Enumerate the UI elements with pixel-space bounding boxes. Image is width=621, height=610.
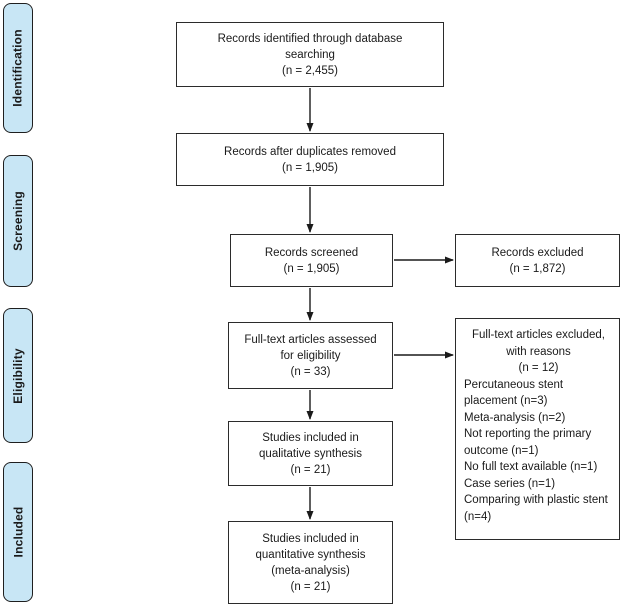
stage-label-eligibility: Eligibility — [3, 308, 33, 443]
box-text-line: Records screened — [264, 246, 359, 259]
box-text-line: (n = 1,872) — [509, 262, 566, 275]
box-text-line: Full-text articles assessed — [244, 333, 377, 346]
exclusion-reason: Case series (n=1) — [464, 477, 556, 490]
box-records-screened: Records screened (n = 1,905) — [230, 234, 393, 287]
exclusion-reason: No full text available (n=1) — [464, 461, 598, 473]
box-text-line: (n = 21) — [290, 463, 331, 476]
exclusion-reason: Percutaneous stent placement (n=3) — [464, 378, 564, 408]
exclusion-reason: Comparing with plastic stent (n=4) — [464, 494, 608, 523]
box-text-line: Full-text articles excluded, — [472, 329, 605, 341]
box-text-line: with reasons — [506, 345, 571, 358]
box-text-line: for eligibility — [280, 349, 341, 362]
stage-label-text: Screening — [11, 191, 26, 251]
exclusion-reason: Not reporting the primary outcome (n=1) — [464, 428, 592, 457]
box-text-line: (n = 1,905) — [283, 262, 340, 275]
box-fulltext-excluded-reasons: Full-text articles excluded, with reason… — [455, 318, 620, 540]
stage-label-included: Included — [3, 462, 33, 602]
box-records-identified: Records identified through database sear… — [176, 22, 444, 87]
stage-label-identification: Identification — [3, 3, 33, 133]
box-text-line: (n = 2,455) — [282, 64, 338, 77]
box-text-line: Studies included in — [262, 532, 359, 545]
box-text-line: (n = 33) — [290, 365, 331, 378]
box-quantitative-synthesis: Studies included in quantitative synthes… — [228, 521, 393, 604]
stage-label-text: Identification — [11, 29, 25, 107]
box-qualitative-synthesis: Studies included in qualitative synthesi… — [228, 421, 393, 486]
box-duplicates-removed: Records after duplicates removed (n = 1,… — [176, 133, 444, 186]
box-text-line: searching — [285, 48, 335, 61]
stage-label-screening: Screening — [3, 155, 33, 287]
box-text-line: Records identified through database — [217, 32, 403, 45]
box-text-line: (n = 1,905) — [282, 161, 338, 174]
box-text-line: (meta-analysis) — [271, 564, 350, 577]
exclusion-reason: Meta-analysis (n=2) — [464, 411, 566, 424]
stage-label-text: Eligibility — [11, 347, 26, 404]
box-text-line: (n = 12) — [518, 362, 559, 374]
box-text-line: qualitative synthesis — [259, 447, 362, 460]
box-text-line: quantitative synthesis — [255, 548, 366, 561]
box-text-line: Records after duplicates removed — [224, 145, 396, 158]
stage-label-text: Included — [11, 506, 25, 558]
box-text-line: Studies included in — [262, 431, 359, 444]
box-fulltext-assessed: Full-text articles assessed for eligibil… — [228, 322, 393, 389]
box-text-line: (n = 21) — [290, 580, 331, 593]
box-text-line: Records excluded — [491, 246, 584, 259]
box-records-excluded: Records excluded (n = 1,872) — [455, 234, 620, 287]
